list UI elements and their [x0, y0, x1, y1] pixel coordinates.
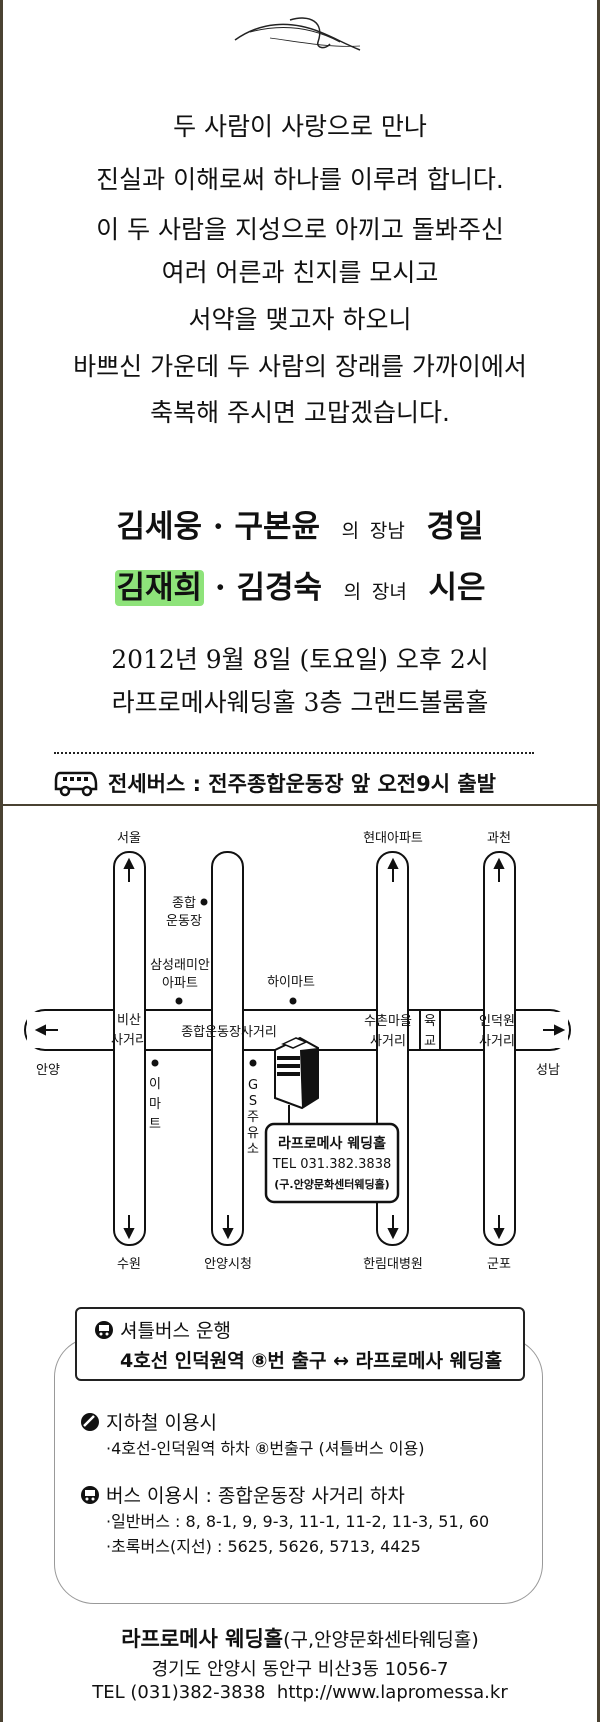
- bride-line: 김재희 · 김경숙 의 장녀 시은: [114, 570, 486, 606]
- bride-father: 김재희: [114, 570, 205, 606]
- dir-label: 서울: [117, 831, 141, 846]
- poem-line: 이 두 사람을 지성으로 아끼고 돌봐주신: [96, 215, 504, 244]
- groom-relation: 장남: [369, 520, 405, 542]
- wedding-datetime: 2012년 9월 8일 (토요일) 오후 2시: [111, 645, 489, 674]
- subway-icon: [81, 1412, 99, 1431]
- bus-icon: [54, 771, 98, 797]
- ornament-flourish: [234, 17, 361, 51]
- road-vertical: [113, 851, 146, 1246]
- bus-title: 버스 이용시 : 종합운동장 사거리 하차: [80, 1481, 405, 1508]
- footer-address: 경기도 안양시 동안구 비산3동 1056-7: [151, 1659, 449, 1680]
- landmark-dot: [175, 997, 183, 1005]
- website-link[interactable]: http://www.lapromessa.kr: [276, 1682, 508, 1703]
- landmark-dot: [151, 1059, 159, 1067]
- bus-green: ·초록버스(지선) : 5625, 5626, 5713, 4425: [106, 1537, 421, 1556]
- groom-father: 김세웅: [116, 509, 203, 545]
- venue-callout: [264, 1122, 400, 1204]
- poem-line: 여러 어른과 친지를 모시고: [161, 258, 439, 287]
- svg-text:인덕원: 인덕원: [479, 1014, 515, 1029]
- location-map: 서울 현대아파트 과천 수원 안양시청 한림대병원 군포 안양 성남 종합 운동…: [24, 831, 571, 1272]
- svg-text:수촌마을: 수촌마을: [364, 1014, 412, 1029]
- arrow-down-icon: [222, 1215, 234, 1240]
- dashed-divider: [54, 752, 534, 754]
- svg-text:종합: 종합: [172, 896, 196, 911]
- bus-general: ·일반버스 : 8, 8-1, 9, 9-3, 11-1, 11-2, 11-3…: [106, 1512, 490, 1531]
- svg-text:S: S: [249, 1094, 257, 1109]
- svg-text:삼성래미안: 삼성래미안: [150, 958, 210, 973]
- svg-text:G: G: [248, 1078, 258, 1093]
- groom-name: 경일: [426, 509, 484, 545]
- arrow-down-icon: [123, 1215, 135, 1240]
- road-vertical: [483, 851, 516, 1246]
- arrow-down-icon: [493, 1215, 505, 1240]
- svg-text:소: 소: [247, 1142, 259, 1157]
- bride-name: 시은: [428, 570, 486, 606]
- groom-mother: 구본윤: [234, 509, 321, 545]
- dir-label: 수원: [117, 1257, 141, 1272]
- bus-icon: [81, 1485, 99, 1504]
- road-vertical: [211, 851, 244, 1246]
- dir-label: 현대아파트: [363, 831, 423, 846]
- svg-text:라프로메사 웨딩홀: 라프로메사 웨딩홀: [278, 1135, 386, 1152]
- arrow-right-icon: [543, 1024, 566, 1036]
- left-edge: [0, 0, 3, 1722]
- building-icon: [274, 1036, 319, 1124]
- dir-label: 과천: [487, 831, 511, 846]
- svg-text:비산: 비산: [117, 1013, 141, 1028]
- arrow-up-icon: [387, 857, 399, 882]
- poem-line: 서약을 맺고자 하오니: [188, 305, 412, 334]
- landmark-dot: [200, 898, 208, 906]
- shuttle-box: [75, 1307, 525, 1381]
- arrow-up-icon: [493, 857, 505, 882]
- landmark-dot: [249, 1059, 257, 1067]
- svg-text:마: 마: [149, 1097, 161, 1112]
- dir-label: 한림대병원: [363, 1257, 423, 1272]
- overpass: [419, 1010, 441, 1050]
- landmark-dot: [289, 997, 297, 1005]
- svg-text:주: 주: [247, 1110, 259, 1125]
- footer-venue: 라프로메사 웨딩홀(구,안양문화센타웨딩홀): [121, 1627, 479, 1651]
- svg-text:교: 교: [424, 1034, 436, 1049]
- dir-label: 안양시청: [204, 1257, 252, 1272]
- svg-text:이: 이: [149, 1077, 161, 1092]
- poem-line: 진실과 이해로써 하나를 이루려 합니다.: [96, 165, 504, 194]
- arrow-left-icon: [34, 1024, 58, 1036]
- svg-text:종합운동장사거리: 종합운동장사거리: [181, 1025, 277, 1040]
- svg-text:사거리: 사거리: [479, 1034, 515, 1049]
- section-divider: [0, 804, 600, 806]
- wedding-venue: 라프로메사웨딩홀 3층 그랜드볼룸홀: [111, 688, 489, 717]
- groom-line: 김세웅 · 구본윤 의 장남 경일: [116, 509, 484, 545]
- svg-text:아파트: 아파트: [162, 976, 198, 991]
- svg-text:유: 유: [247, 1126, 259, 1141]
- svg-text:사거리: 사거리: [370, 1034, 406, 1049]
- subway-title: 지하철 이용시: [80, 1408, 217, 1435]
- charter-bus-info: 전세버스 : 전주종합운동장 앞 오전9시 출발: [54, 768, 496, 798]
- shuttle-route: 4호선 인덕원역 ⑧번 출구 ↔ 라프로메사 웨딩홀: [120, 1350, 503, 1372]
- poem-line: 바쁘신 가운데 두 사람의 장래를 가까이에서: [73, 352, 527, 381]
- svg-text:(구.안양문화센터웨딩홀): (구.안양문화센터웨딩홀): [274, 1177, 389, 1191]
- subway-detail: ·4호선-인덕원역 하차 ⑧번출구 (셔틀버스 이용): [106, 1439, 425, 1458]
- dir-label: 안양: [36, 1063, 60, 1078]
- bride-relation: 장녀: [371, 581, 407, 603]
- right-edge: [597, 0, 600, 1722]
- bus-icon: [95, 1320, 113, 1339]
- shuttle-title: 셔틀버스 운행: [94, 1316, 231, 1343]
- arrow-up-icon: [123, 857, 135, 882]
- bride-mother: 김경숙: [236, 570, 323, 606]
- dir-label: 군포: [487, 1257, 511, 1272]
- svg-text:트: 트: [149, 1117, 161, 1132]
- poem-line: 축복해 주시면 고맙겠습니다.: [150, 398, 450, 427]
- svg-text:사거리: 사거리: [111, 1033, 147, 1048]
- footer-contact: TEL (031)382-3838 http://www.lapromessa.…: [92, 1682, 508, 1703]
- svg-text:TEL 031.382.3838: TEL 031.382.3838: [272, 1157, 392, 1172]
- svg-text:육: 육: [424, 1014, 436, 1029]
- arrow-down-icon: [387, 1215, 399, 1240]
- svg-text:운동장: 운동장: [166, 914, 202, 929]
- svg-text:하이마트: 하이마트: [267, 975, 315, 990]
- poem-line: 두 사람이 사랑으로 만나: [173, 112, 427, 141]
- dir-label: 성남: [536, 1063, 560, 1078]
